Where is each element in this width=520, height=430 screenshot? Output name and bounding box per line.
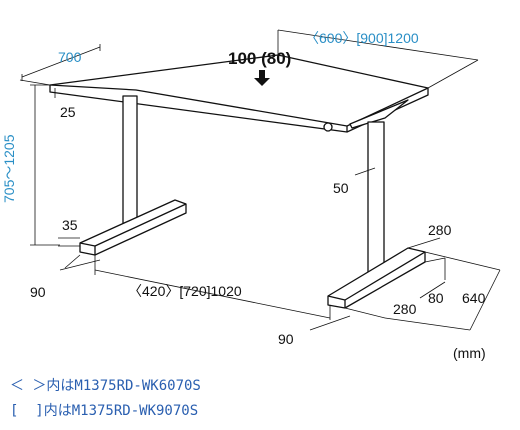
height-range-label: 705～1205 <box>1 134 17 203</box>
foot-total-label: 640 <box>462 290 486 306</box>
load-arrow-icon <box>254 70 270 86</box>
depth-label: 700 <box>58 49 82 65</box>
width-options-label: 〈600〉[900]1200 <box>305 30 419 46</box>
foot-inner-label: 80 <box>428 290 444 306</box>
right-column <box>367 121 385 278</box>
note-medium-model: [ ]内はM1375RD-WK9070S <box>10 403 199 419</box>
top-thickness-label: 25 <box>60 104 76 120</box>
foot-depth-upper-label: 280 <box>428 222 452 238</box>
leg-spacing-label: 〈420〉[720]1020 <box>128 283 242 299</box>
left-column <box>122 95 138 229</box>
column-width-label: 50 <box>333 180 349 196</box>
foot-width-left-label: 90 <box>30 284 46 300</box>
unit-label: (mm) <box>453 345 486 361</box>
note-small-model: ＜ ＞内はM1375RD-WK6070S <box>10 378 201 394</box>
desk-top <box>49 54 429 127</box>
load-label: 100 (80) <box>228 49 291 68</box>
foot-width-bottom-label: 90 <box>278 331 294 347</box>
right-under-frame <box>349 99 409 129</box>
foot-height-label: 35 <box>62 217 78 233</box>
control-knob <box>323 122 333 132</box>
foot-depth-lower-label: 280 <box>393 301 417 317</box>
